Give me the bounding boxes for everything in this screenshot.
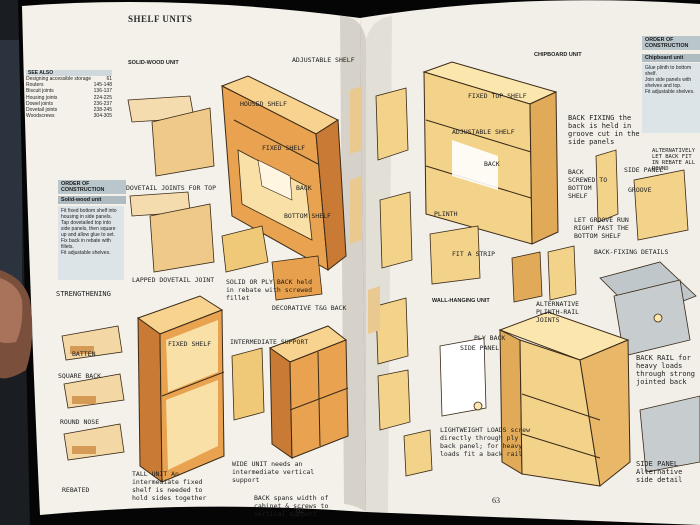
label-round-nose: ROUND NOSE	[60, 418, 100, 426]
label-plinth: PLINTH	[434, 210, 458, 218]
label-lightweight: LIGHTWEIGHT LOADS screw directly through…	[440, 426, 531, 458]
label-wide-unit: WIDE UNIT needs an intermediate vertical…	[232, 460, 315, 484]
left-page-number: 62	[296, 506, 304, 515]
label-batten: BATTEN	[72, 350, 96, 358]
label-wall-hanging: WALL-HANGING UNIT	[432, 298, 490, 304]
right-page-number: 63	[492, 496, 500, 505]
label-back-fixing: BACK FIXING the back is held in groove c…	[568, 114, 640, 146]
right-order-box-subheading: Chipboard unit	[642, 54, 700, 62]
label-groove: GROOVE	[628, 186, 652, 194]
wall-hanging-unit-drawing	[498, 311, 631, 487]
right-order-box-heading: ORDER OF CONSTRUCTION	[642, 36, 700, 50]
label-chipboard-unit: CHIPBOARD UNIT	[534, 52, 582, 58]
label-side-panel: SIDE PANEL	[624, 166, 664, 174]
label-adjustable-shelf-right: ADJUSTABLE SHELF	[452, 128, 515, 136]
label-back-fixing-details: BACK-FIXING DETAILS	[594, 248, 669, 256]
label-alternative-plinth: ALTERNATIVE PLINTH-RAIL JOINTS	[536, 300, 580, 324]
label-side-rail: SIDE PANEL	[460, 344, 500, 352]
label-lapped-dovetail: LAPPED DOVETAIL JOINT	[132, 276, 215, 284]
strengthening-drawings	[61, 325, 125, 461]
solid-wood-unit-drawing	[220, 75, 347, 271]
label-fixed-top: FIXED TOP SHELF	[468, 92, 527, 100]
label-back: BACK	[296, 184, 312, 192]
label-adjustable-shelf: ADJUSTABLE SHELF	[292, 56, 355, 64]
order-box-subheading: Solid-wood unit	[58, 196, 126, 204]
chipboard-unit-drawing	[422, 61, 559, 245]
see-also-heading: SEE ALSO	[26, 70, 112, 76]
label-back-right: BACK	[484, 160, 500, 168]
label-solid-wood-unit: SOLID-WOOD UNIT	[128, 60, 179, 66]
label-alternative-let: ALTERNATIVELY LET BACK FIT IN REBATE ALL…	[652, 148, 696, 172]
label-square-back: SQUARE BACK	[58, 372, 102, 380]
tall-unit-drawing	[136, 295, 225, 483]
label-tall-unit: TALL UNIT An intermediate fixed shelf is…	[132, 470, 207, 502]
wide-unit-drawing	[268, 325, 349, 459]
label-dovetail-joints: DOVETAIL JOINTS FOR TOP	[126, 184, 217, 192]
label-ply-back: PLY BACK	[474, 334, 506, 342]
label-housed-shelf: HOUSED SHELF	[240, 100, 287, 108]
label-solid-ply-back: SOLID OR PLY BACK held in rebate with sc…	[226, 278, 313, 302]
label-intermediate-support: INTERMEDIATE SUPPORT	[230, 338, 309, 346]
label-fixed-shelf-tall: FIXED SHELF	[168, 340, 212, 348]
label-back-rail: BACK RAIL for heavy loads through strong…	[636, 354, 696, 386]
label-fixed-shelf: FIXED SHELF	[262, 144, 306, 152]
dovetail-drawings	[127, 95, 215, 273]
label-back-screwed: BACK SCREWED TO BOTTOM SHELF	[568, 168, 608, 200]
label-let-groove: LET GROOVE RUN RIGHT PAST THE BOTTOM SHE…	[574, 216, 629, 240]
label-rebated: REBATED	[62, 486, 90, 494]
order-box-list: Fit fixed bottom shelf into housing in s…	[58, 206, 124, 280]
left-page-title: SHELF UNITS	[128, 14, 193, 24]
label-decorative-tg: DECORATIVE T&G BACK	[272, 304, 347, 312]
label-fit-a-strip: FIT A STRIP	[452, 250, 496, 258]
label-back-spans: BACK spans width of cabinet & screws to …	[254, 494, 329, 518]
label-strengthening: STRENGTHENING	[56, 290, 111, 298]
order-box-heading: ORDER OF CONSTRUCTION	[58, 180, 126, 194]
right-order-box-list: Glue plinth to bottom shelf. Join side p…	[642, 63, 700, 133]
label-side-panel-bottom: SIDE PANEL Alternative side detail	[636, 460, 683, 484]
label-bottom-shelf: BOTTOM SHELF	[284, 212, 331, 220]
